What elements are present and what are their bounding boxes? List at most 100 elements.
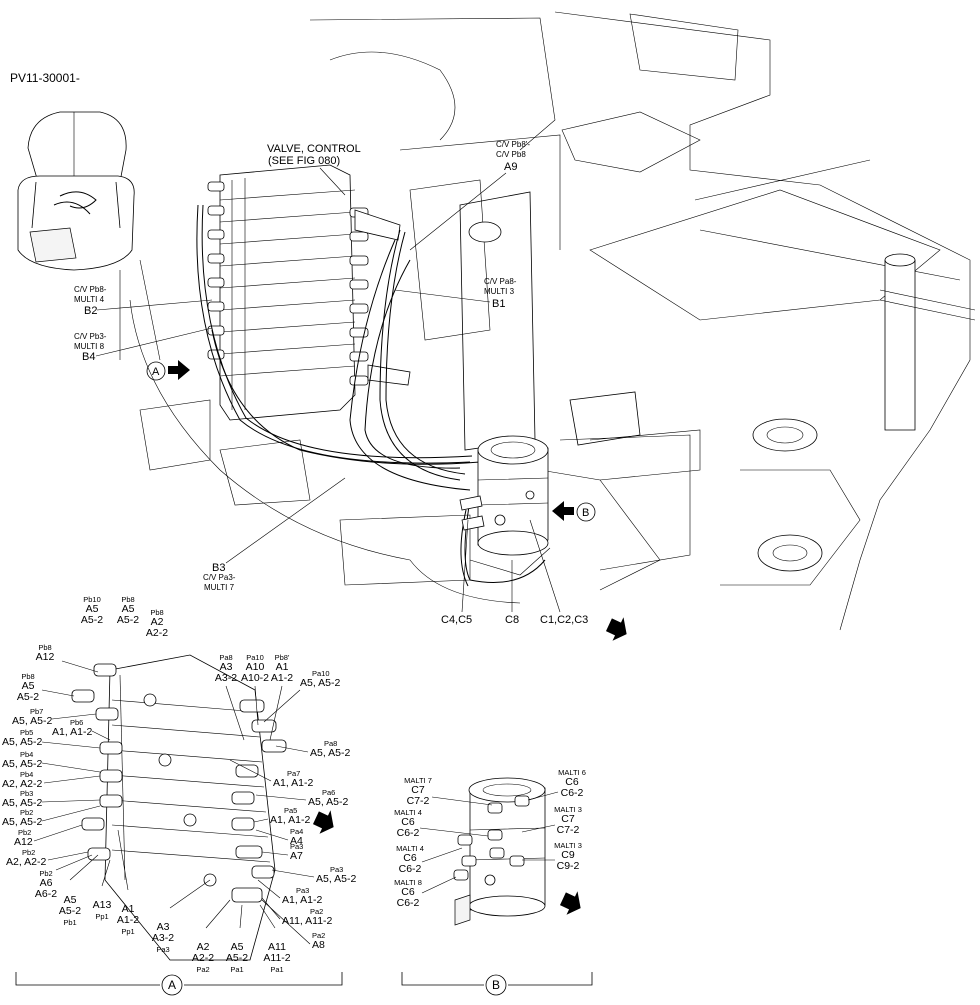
detail-b-port: MALTI 7 [404, 776, 432, 785]
detail-a-bottom-part-number: A5-2 [226, 952, 248, 964]
detail-b-port: MALTI 3 [554, 805, 582, 814]
detail-b-part-number: C6-2 [561, 787, 584, 799]
detail-a-top-part-number: A1 [276, 661, 289, 673]
detail-a-valve [71, 654, 287, 961]
detail-a-labels: Pb10A5A5-2Pb8A5A5-2Pb8A2A2-2Pb8A12Pb8A5A… [2, 595, 356, 974]
detail-a-left-leader-line [55, 854, 93, 871]
front-arrow-icon-b [559, 891, 581, 915]
detail-a-bottom-part-number: A1 [122, 903, 135, 915]
detail-a-top-part-number: A1-2 [271, 672, 293, 684]
detail-a-left-part-number: A1, A1-2 [52, 726, 92, 738]
detail-b-part-number: C9-2 [557, 860, 580, 872]
detail-b-leader-line [527, 791, 559, 801]
callout-a9-note-2: C/V Pb8 [496, 150, 526, 159]
detail-a-bottom-part-number: A2 [197, 941, 210, 953]
detail-b-leader-line [431, 796, 493, 806]
callout-b1: C/V Pa8- MULTI 3 B1 [394, 277, 517, 310]
detail-a-right-leader-line [253, 818, 269, 823]
front-arrow-icon-main [605, 617, 627, 641]
detail-a-right-part-number: A4 [290, 835, 303, 847]
detail-a-bottom-port: Pp1 [121, 927, 134, 936]
valve-control-label: VALVE, CONTROL (SEE FIG 080) [267, 143, 361, 196]
swivel-joint [459, 435, 551, 576]
callout-b2: C/V Pb8- MULTI 4 B2 [74, 285, 213, 317]
detail-a-bottom-port: Pa2 [196, 965, 209, 974]
detail-a-right-leader-line [271, 869, 315, 878]
detail-a-top-port: Pa10 [312, 669, 330, 678]
detail-b-part-number: C6 [403, 852, 417, 864]
detail-a-left-port: Pb2 [39, 869, 52, 878]
detail-a-right-part-number: A5, A5-2 [316, 873, 356, 885]
detail-a-left-part-number: A5, A5-2 [2, 758, 42, 770]
document-id: PV11-30001- [10, 71, 80, 85]
detail-a-left-leader-line [41, 805, 101, 822]
detail-a-left-port: Pb8 [121, 595, 134, 604]
detail-a-left-port: Pb8 [21, 672, 34, 681]
detail-a-top-leader-line [269, 685, 283, 741]
callout-c4c5: C4,C5 [441, 614, 472, 626]
callout-b4: C/V Pb3- MULTI 8 B4 [74, 327, 213, 363]
detail-a-right-port: Pa2 [310, 907, 323, 916]
detail-a-bottom-part-number: A2-2 [192, 952, 214, 964]
valve-label-line-2: (SEE FIG 080) [268, 155, 340, 167]
detail-a-bottom-port: Pa3 [156, 945, 169, 954]
callout-b3-note-2: MULTI 7 [204, 583, 235, 592]
detail-a-bottom-part-number: A11 [268, 941, 286, 953]
callout-b2-ref: B2 [84, 305, 97, 317]
detail-b-leader-line [521, 824, 556, 833]
detail-a-left-leader-line [43, 775, 101, 784]
detail-a-left-part-number: A5-2 [81, 614, 103, 626]
detail-b-port: MALTI 6 [558, 768, 586, 777]
callout-c8: C8 [505, 614, 519, 626]
callout-b3: B3 C/V Pa3- MULTI 7 [203, 477, 346, 592]
detail-b-leader-line [421, 847, 463, 863]
detail-a-top-port: Pa10 [246, 653, 264, 662]
detail-a-right-leader-line [275, 745, 309, 753]
detail-a-bottom-port: Pb1 [63, 918, 76, 927]
detail-a-top-leader-line [254, 685, 259, 726]
detail-a-bottom-leader-line [239, 904, 243, 929]
detail-b-part-number: C7 [411, 784, 425, 796]
detail-a-bottom-leader-line [69, 854, 99, 881]
detail-a-top-part-number: A10-2 [241, 672, 269, 684]
detail-a-left-port: Pb8 [38, 643, 51, 652]
detail-a-right-part-number: A1, A1-2 [282, 894, 322, 906]
machine-thumbnail [17, 111, 135, 271]
detail-a-right-leader-line [255, 794, 307, 801]
detail-a-left-part-number: A2, A2-2 [2, 778, 42, 790]
detail-a-left-part-number: A5-2 [117, 614, 139, 626]
detail-a-left-leader-line [41, 799, 101, 803]
detail-b-caption-letter: B [492, 978, 500, 992]
detail-a-left-leader-line [91, 730, 111, 741]
detail-a-bottom-part-number: A5 [231, 941, 244, 953]
detail-a-left-part-number: A5, A5-2 [2, 816, 42, 828]
detail-b-part-number: C6-2 [397, 827, 420, 839]
detail-a-left-port: Pb2 [22, 848, 35, 857]
detail-a-bottom-part-number: A3 [157, 921, 170, 933]
detail-a-left-port: Pb7 [30, 707, 43, 716]
detail-a-bottom-port: Pa1 [270, 965, 283, 974]
